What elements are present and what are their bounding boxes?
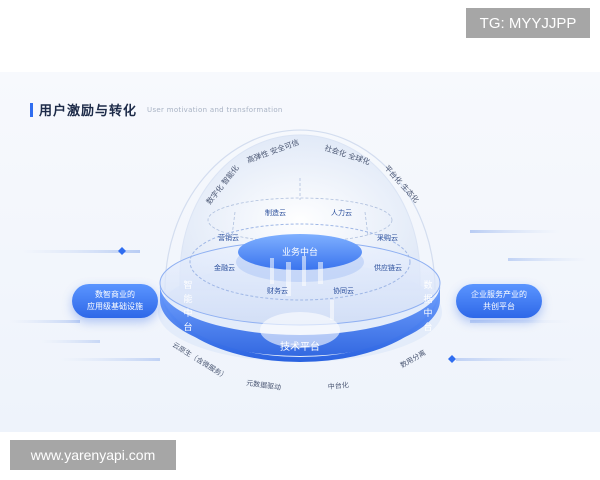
left-pill: 数智商业的 应用级基础设施	[72, 284, 158, 318]
right-pill-line-2: 共创平台	[483, 302, 515, 311]
right-side-char-2: 据	[423, 293, 432, 305]
right-pill: 企业服务产业的 共创平台	[456, 284, 542, 318]
left-decor-lines	[10, 247, 160, 361]
left-side-char-2: 能	[183, 293, 192, 305]
right-side-char-4: 台	[423, 321, 432, 333]
page-subtitle: User motivation and transformation	[147, 105, 283, 114]
page-title: 用户激励与转化	[39, 104, 138, 119]
module-procurement: 采购云	[377, 233, 398, 242]
center-platform	[238, 234, 362, 270]
base-ring	[160, 285, 440, 356]
bottom-label-4: 数用分离	[399, 348, 428, 370]
right-pill-line-1: 企业服务产业的	[471, 290, 527, 299]
left-side-label: 智 能 中 台	[183, 279, 192, 333]
header: 用户激励与转化 User motivation and transformati…	[30, 100, 283, 119]
module-hr: 人力云	[331, 208, 352, 217]
right-side-char-1: 数	[423, 279, 432, 291]
left-side-char-4: 台	[183, 321, 192, 333]
right-side-char-3: 中	[423, 307, 432, 319]
module-supply-chain: 供应链云	[374, 263, 402, 272]
module-collaboration: 协同云	[333, 286, 354, 295]
module-accounting: 财务云	[267, 286, 288, 295]
center-label: 业务中台	[282, 246, 318, 258]
modules-ring	[189, 223, 411, 301]
left-side-char-1: 智	[183, 279, 192, 291]
watermark-top-right: TG: MYYJJPP	[466, 8, 590, 38]
base-glow	[260, 312, 340, 348]
center-pillars	[270, 256, 334, 320]
left-pill-line-1: 数智商业的	[95, 290, 135, 299]
title-accent-bar	[30, 102, 33, 117]
watermark-bottom-left: www.yarenyapi.com	[10, 440, 176, 470]
left-pill-line-2: 应用级基础设施	[87, 302, 143, 311]
right-side-label: 数 据 中 台	[423, 279, 432, 333]
module-finance: 金融云	[214, 263, 235, 272]
module-marketing: 营销云	[218, 233, 239, 242]
left-side-char-3: 中	[183, 307, 192, 319]
right-decor-lines	[448, 230, 588, 363]
module-manufacturing: 制造云	[265, 208, 286, 217]
bottom-label-2: 元数据驱动	[246, 378, 282, 392]
base-label: 技术平台	[280, 340, 320, 353]
outer-dome	[164, 129, 436, 291]
bottom-label-3: 中台化	[327, 380, 349, 391]
